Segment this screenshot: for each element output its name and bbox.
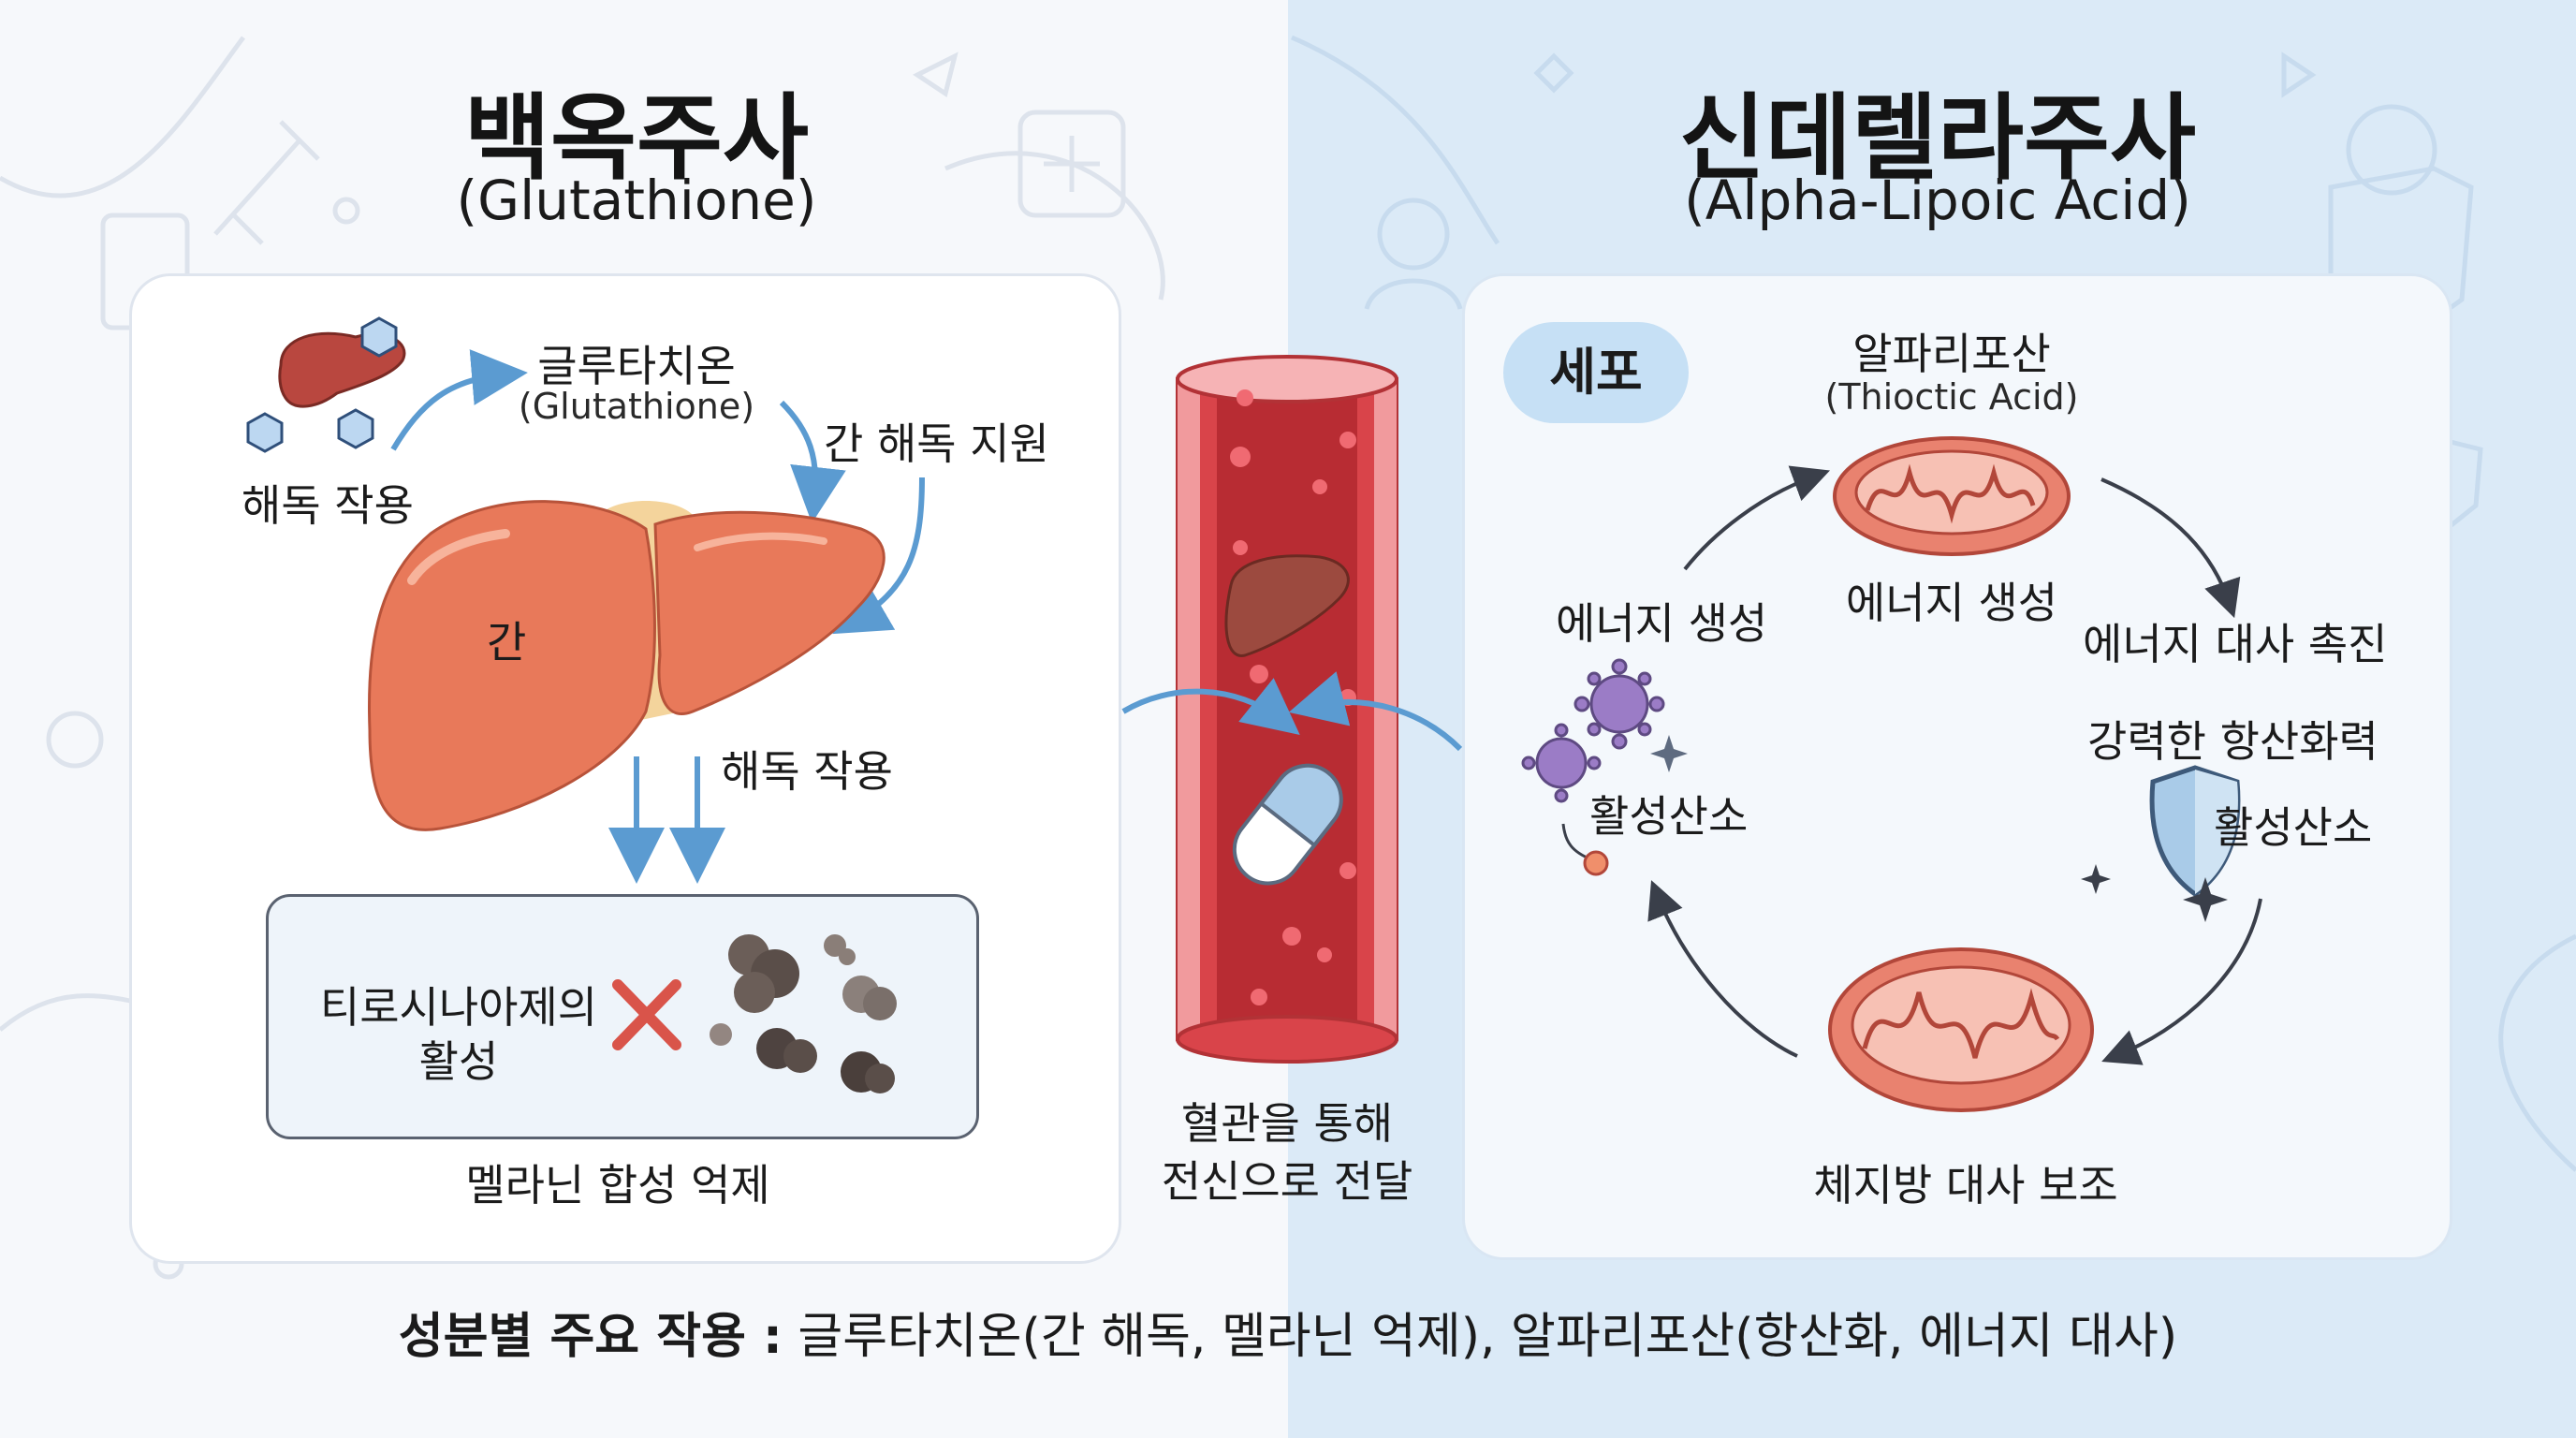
mitochondria-bottom-icon (1828, 947, 2094, 1112)
vessel-label-line2: 전신으로 전달 (1161, 1156, 1413, 1207)
left-title: 백옥주사 (464, 83, 809, 193)
energy-gen-center-label: 에너지 생성 (1845, 578, 2058, 628)
arrow-into-vessel-left (1121, 678, 1300, 735)
energy-gen-left-label: 에너지 생성 (1556, 598, 1768, 649)
cell-badge: 세포 (1503, 322, 1689, 423)
ros-left-label: 활성산소 (1589, 791, 1749, 842)
liver-support-label: 간 해독 지원 (824, 418, 1049, 469)
glutathione-en-label: (Glutathione) (518, 386, 755, 427)
arrow-liver-support (832, 477, 925, 635)
arrow-to-glutathione (390, 349, 528, 451)
left-subtitle: (Glutathione) (456, 169, 817, 232)
liver-illustration (367, 500, 886, 831)
footer-summary: 성분별 주요 작용 : 글루타치온(간 해독, 멜라닌 억제), 알파리포산(항… (0, 1297, 2576, 1367)
footer-bold: 성분별 주요 작용 : (398, 1309, 783, 1365)
sparkle-shield-left (2081, 864, 2111, 894)
ala-en-label: (Thioctic Acid) (1824, 376, 2079, 418)
liver-label: 간 (487, 617, 527, 668)
tyrosinase-line2: 활성 (418, 1036, 499, 1087)
cycle-arrow-top-right (2100, 477, 2241, 619)
tyrosinase-box (266, 894, 979, 1139)
bg-flask-icon (2346, 104, 2437, 196)
ros-dot (1583, 850, 1609, 876)
glutathione-label: 글루타치온 (537, 341, 736, 391)
cycle-arrow-bottom-left (1647, 880, 1798, 1058)
blood-vessel (1176, 355, 1398, 1064)
bg-gear-icon (46, 711, 104, 769)
vessel-liver-icon (1224, 554, 1350, 657)
sparkle-icon (1650, 735, 1688, 772)
detox-top-label: 해독 작용 (242, 480, 414, 531)
tyrosinase-line1: 티로시나아제의 (319, 982, 598, 1033)
ala-label: 알파리포산 (1852, 329, 2051, 379)
right-subtitle: (Alpha-Lipoic Acid) (1684, 169, 2191, 232)
bg-medkit-icon (1017, 110, 1126, 218)
shield-icon (2149, 765, 2241, 898)
fat-metab-label: 체지방 대사 보조 (1813, 1160, 2118, 1211)
mitochondria-top-icon (1833, 436, 2071, 556)
cycle-arrow-left-up (1683, 465, 1831, 571)
footer-text: 글루타치온(간 해독, 멜라닌 억제), 알파리포산(항산화, 에너지 대사) (782, 1309, 2178, 1365)
arrow-into-vessel-right (1288, 671, 1463, 752)
bg-syringe-icon (213, 120, 320, 245)
molecule-icon (246, 316, 398, 453)
ros-tail (1561, 823, 1592, 861)
capsule-icon (1232, 763, 1343, 886)
melanin-particles (710, 934, 897, 1093)
vessel-label-line1: 혈관을 통해 (1180, 1098, 1394, 1149)
detox-mid-label: 해독 작용 (721, 746, 893, 797)
cross-icon (612, 979, 681, 1050)
energy-metab-label: 에너지 대사 촉진 (2083, 619, 2388, 669)
antioxidant-label: 강력한 항산화력 (2087, 716, 2378, 767)
ros-right-label: 활성산소 (2214, 802, 2373, 853)
arrow-to-liver (779, 400, 846, 523)
sparkle-shield-right (2183, 877, 2228, 922)
melanin-suppress-label: 멜라닌 합성 억제 (465, 1160, 770, 1211)
virus-icon (1521, 658, 1665, 803)
bg-doctor-icon (1377, 198, 1450, 271)
right-title: 신데렐라주사 (1679, 83, 2196, 193)
cycle-arrow-right-down (2101, 898, 2262, 1065)
